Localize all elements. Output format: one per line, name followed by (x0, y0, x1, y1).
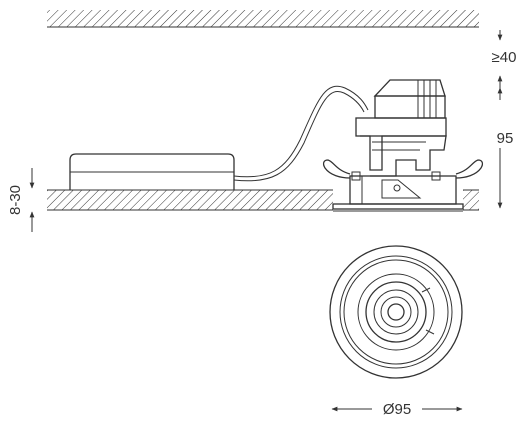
dimension-diameter: Ø95 (331, 401, 463, 418)
dimension-height: 95 (497, 87, 514, 209)
spring-clips (322, 159, 484, 179)
height-label: 95 (497, 130, 514, 147)
luminaire-body (332, 79, 464, 212)
connection-cable (233, 85, 369, 182)
front-view (329, 245, 463, 379)
driver-box (69, 153, 235, 190)
clearance-label: ≥40 (492, 49, 517, 66)
thickness-label: 8-30 (7, 185, 24, 215)
diameter-label: Ø95 (383, 401, 411, 418)
dimension-thickness: 8-30 (7, 168, 35, 232)
ceiling-panel (47, 189, 479, 211)
dimension-clearance: ≥40 (492, 30, 517, 88)
upper-slab (47, 10, 479, 28)
